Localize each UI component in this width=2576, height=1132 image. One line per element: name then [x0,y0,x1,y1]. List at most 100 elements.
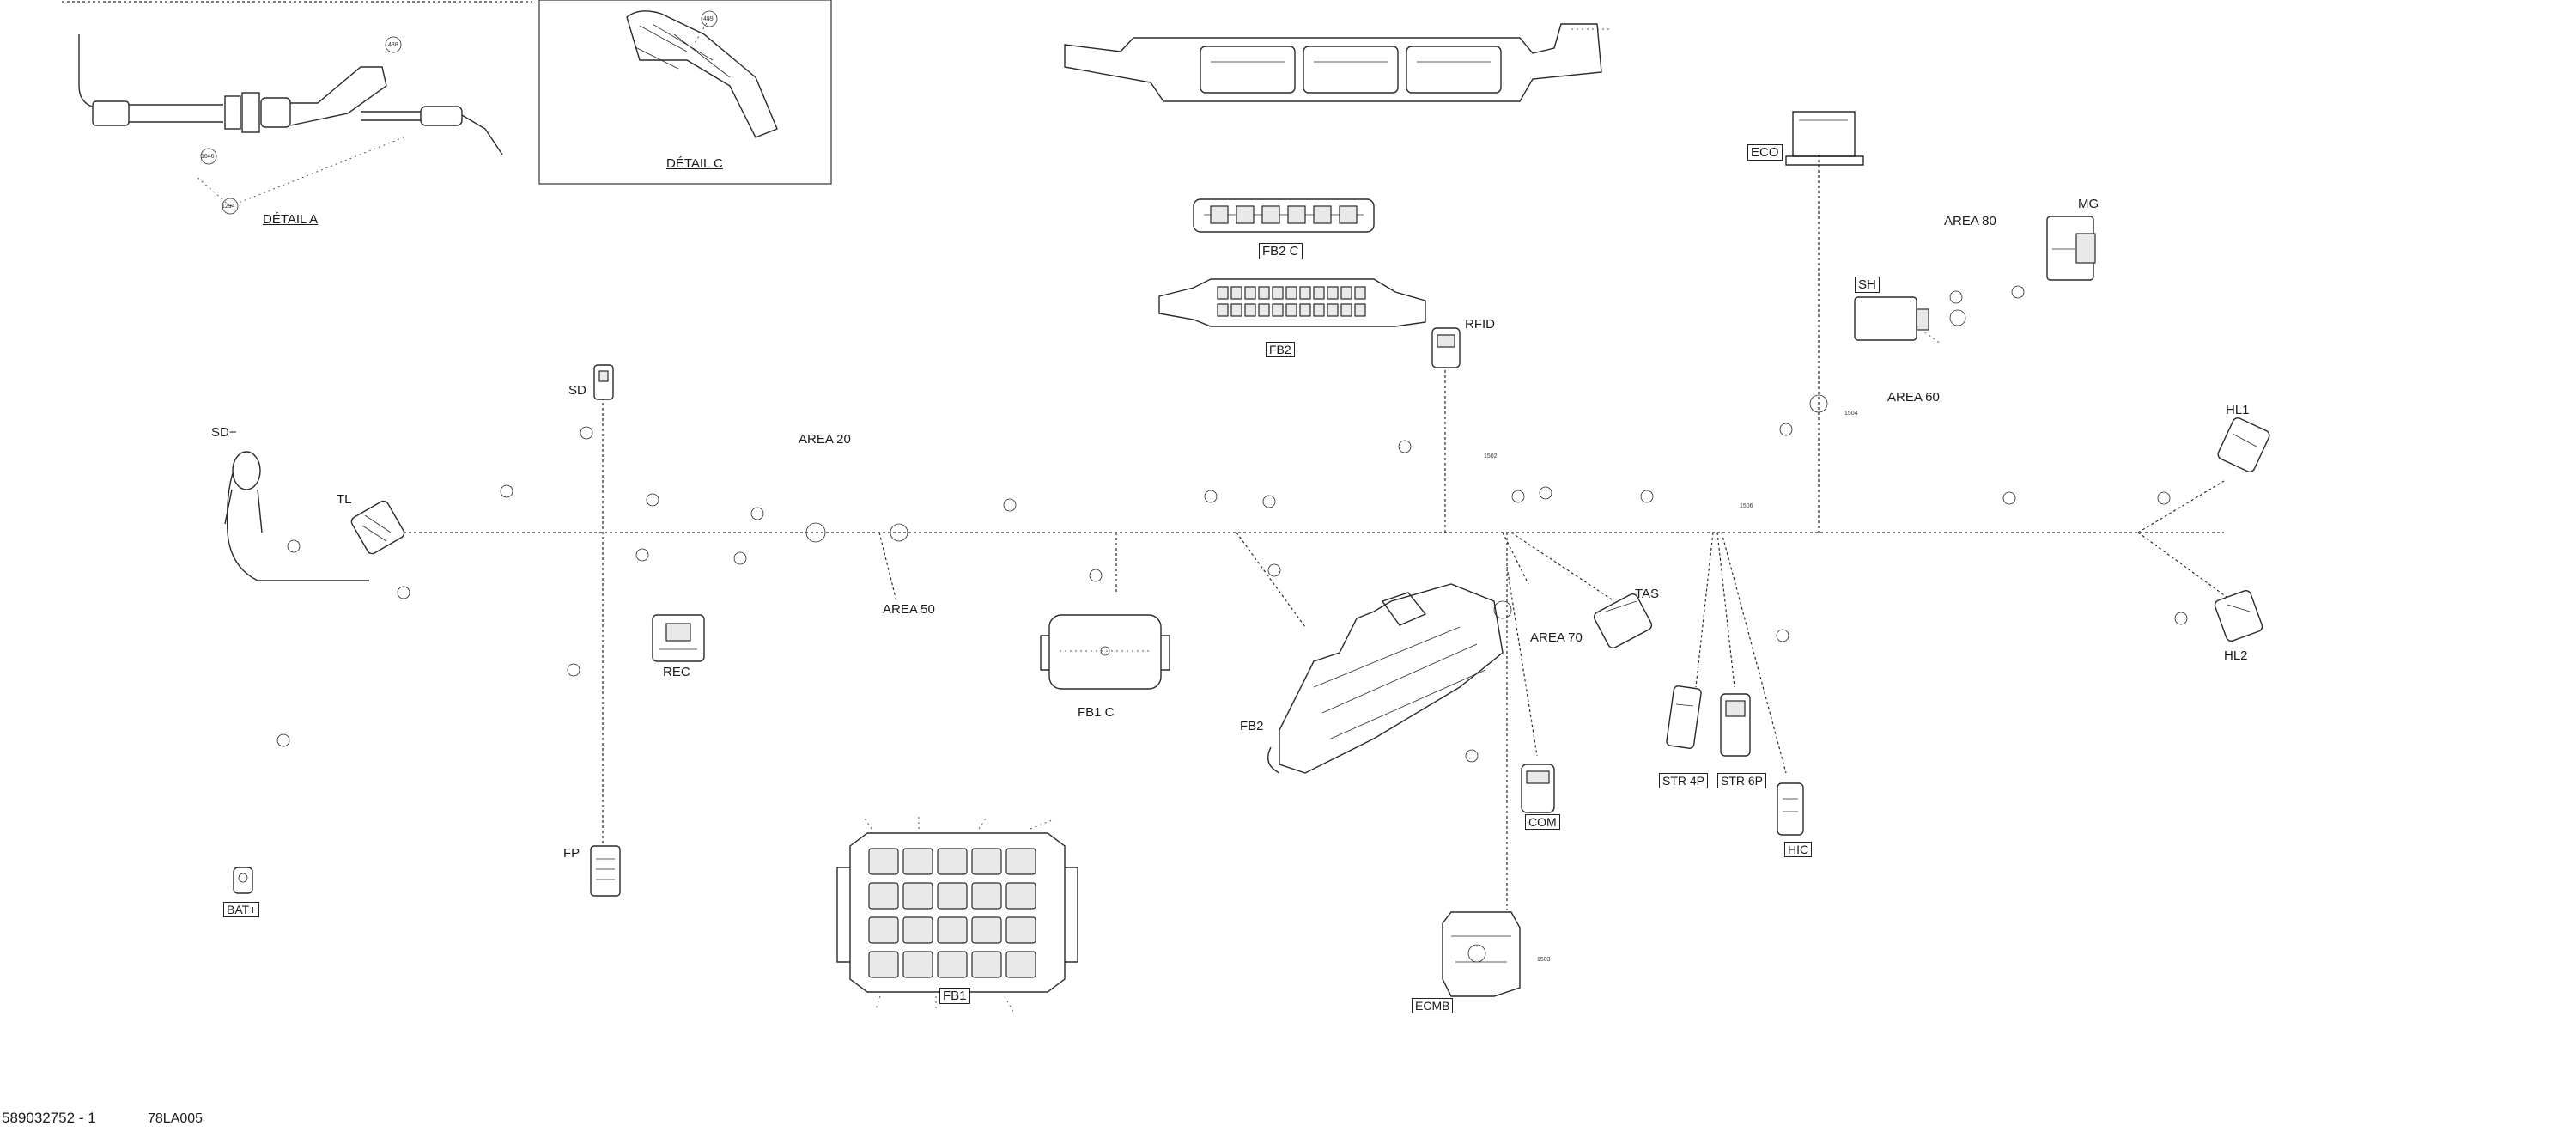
detail-c-label: DÉTAIL C [666,156,723,171]
callout-488: 488 [388,42,398,48]
fb2-pin [1258,303,1270,317]
area-label-50: AREA 50 [883,602,935,617]
area-label-80: AREA 80 [1944,214,1996,228]
fb1-cavity [902,951,933,978]
fb2-pin [1313,286,1325,300]
com-drawing [1521,764,1555,813]
fb1-cavity [971,951,1002,978]
area-label-20: AREA 20 [799,432,851,447]
str6p-drawing [1720,693,1751,757]
callout-1503: 1503 [1537,957,1551,963]
callout-bubble [1640,490,1654,503]
callout-bubble [1779,423,1793,436]
callout-1646: 1646 [201,154,215,160]
fb2-pin [1313,303,1325,317]
fb2-pin [1217,303,1229,317]
callout-bubble [1398,440,1412,453]
detail-a-drawing [62,1,532,215]
sd-connector-drawing [593,364,614,400]
callout-bubble [2157,491,2171,505]
fb1-cavity [868,848,899,875]
fb1-cavity [868,916,899,944]
fb1-cavity [937,882,968,910]
area-label-70: AREA 70 [1530,630,1583,645]
callout-bubble [1465,749,1479,763]
connector-label-fb1: FB1 [939,988,970,1004]
mg-drawing [2046,216,2096,281]
connector-label-str6p: STR 6P [1717,773,1767,788]
area-label-60: AREA 60 [1887,390,1940,405]
detail-a-label: DÉTAIL A [263,212,319,227]
fb2-pin [1217,286,1229,300]
detail-c-frame [538,0,832,185]
callout-bubble [500,484,513,498]
fb2-bottom-view-drawing [1158,278,1426,327]
fb1-cavity [971,882,1002,910]
tas-drawing [1593,593,1653,649]
fb2-pin [1340,303,1352,317]
callout-bubble [1089,569,1103,582]
fb1-cavity [1005,848,1036,875]
callout-bubble [733,551,747,565]
fb2-pin [1230,303,1242,317]
callout-bubble [646,493,659,507]
fb2-pin [1272,286,1284,300]
part-number: 589032752 - 1 [2,1110,96,1126]
callout-bubble [1204,490,1218,503]
callout-bubbles [276,285,2188,763]
fb2-pin [1258,286,1270,300]
callout-bubble [397,586,410,599]
callout-1502: 1502 [1484,453,1498,459]
tl-sd-drawing [224,451,405,581]
fb1-cavity [902,848,933,875]
fb1-cavity [868,951,899,978]
fb1-cavity [868,882,899,910]
fb2-pin [1327,303,1339,317]
callout-bubble [1949,290,1963,304]
fb1-c-drawing [1040,614,1170,690]
str4p-drawing [1666,685,1702,749]
fb1-cavity [971,916,1002,944]
callout-1294: 1294 [222,204,235,210]
fb1-cavity [902,916,933,944]
callout-bubble [1511,490,1525,503]
fb1-cavity [1005,882,1036,910]
bat-plus-drawing [233,867,253,894]
callout-bubble [567,663,580,677]
fb2-pin [1354,286,1366,300]
area-markers [805,309,1966,619]
callout-bubble [1267,563,1281,577]
callout-bubble [635,548,649,562]
fb1-cavity [937,951,968,978]
main-trunk [368,155,2233,910]
fb2-pin [1340,286,1352,300]
fb1-rear-view-drawing [1064,23,1610,102]
connector-label-tl: TL [337,492,352,507]
hl2-drawing [2214,589,2263,642]
connector-label-fb2-c: FB2 C [1259,243,1303,259]
fb2-pin [1285,303,1297,317]
rec-drawing [652,614,705,662]
sh-drawing [1854,296,1941,344]
fb2-pin [1354,303,1366,317]
connector-label-fp: FP [563,846,580,861]
connector-label-bat-plus: BAT+ [223,902,260,917]
fb1-cavity [1005,916,1036,944]
callout-bubble [1003,498,1017,512]
connector-label-hic: HIC [1784,842,1813,857]
connector-label-rfid: RFID [1465,317,1495,332]
callout-bubble [580,426,593,440]
connector-label-tas: TAS [1635,587,1660,601]
fb2-pin [1230,286,1242,300]
connector-label-fb2-top: FB2 [1266,342,1295,357]
hic-drawing [1777,782,1804,836]
fb2-pin [1244,303,1256,317]
callout-bubble [287,539,301,553]
fb1-cavity [971,848,1002,875]
connector-label-hl2: HL2 [2224,648,2248,663]
connector-label-sh: SH [1855,277,1880,293]
fb1-cavity [937,848,968,875]
callout-489: 489 [703,16,714,22]
fp-drawing [590,845,621,897]
